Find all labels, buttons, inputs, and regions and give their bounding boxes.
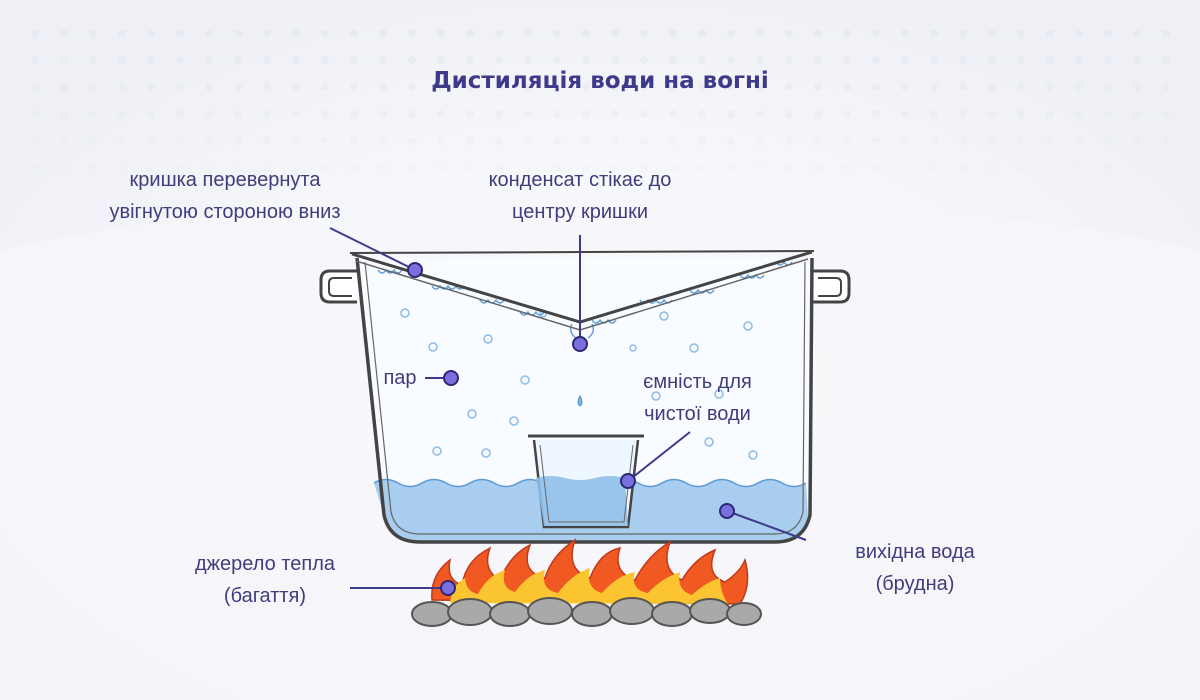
leader-container (627, 431, 691, 482)
pot-handles (319, 269, 851, 304)
marker-steam (443, 370, 459, 386)
marker-lid (407, 262, 423, 278)
diagram-title: Дистиляція води на вогні (431, 68, 769, 94)
flames-inner (450, 568, 728, 604)
label-source-water: вихідна вода (брудна) (835, 536, 995, 600)
leader-lines (329, 227, 807, 589)
label-source-line2: (брудна) (875, 573, 955, 595)
marker-source (719, 503, 735, 519)
label-condensate-line1: конденсат стікає до (488, 169, 672, 191)
leader-source (726, 510, 807, 541)
label-source-line1: вихідна вода (855, 541, 975, 563)
fire (431, 538, 749, 605)
label-heat-source: джерело тепла (багаття) (165, 548, 365, 612)
label-container-line1: ємність для (643, 371, 752, 393)
label-lid-line1: кришка перевернута (129, 169, 321, 191)
label-heat-line2: (багаття) (223, 585, 307, 607)
label-condensate: конденсат стікає до центру кришки (440, 164, 720, 228)
label-container-line2: чистої води (644, 403, 751, 425)
label-steam-text: пар (383, 367, 417, 389)
label-lid: кришка перевернута увігнутою стороною вн… (70, 164, 380, 228)
markers (407, 262, 735, 596)
leader-lid (329, 227, 416, 271)
label-heat-line1: джерело тепла (194, 553, 335, 575)
label-container: ємність для чистої води (620, 366, 775, 430)
label-steam: пар (375, 362, 425, 394)
marker-heat (440, 580, 456, 596)
label-condensate-line2: центру кришки (511, 201, 649, 223)
label-lid-line2: увігнутою стороною вниз (109, 201, 341, 223)
stones (411, 597, 762, 627)
marker-container (620, 473, 636, 489)
clean-water-cup (528, 434, 644, 529)
marker-condensate (572, 336, 588, 352)
